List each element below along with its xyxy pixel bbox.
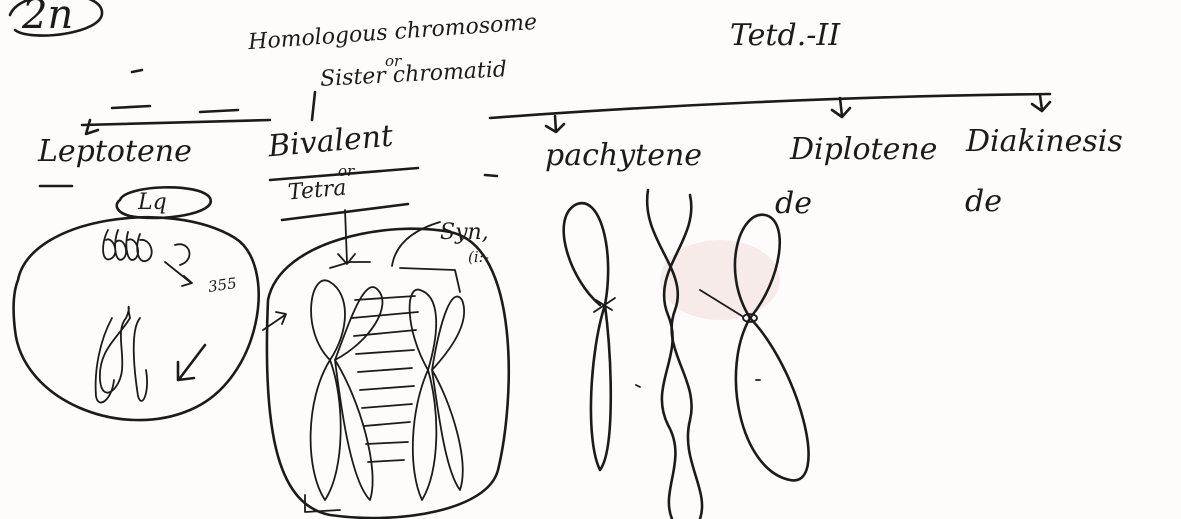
tick-mark — [132, 70, 142, 72]
sc-top-bracket — [400, 268, 460, 292]
corner-label: 2n — [22, 0, 73, 38]
lq-label: Lq — [138, 190, 167, 215]
arrow-pachytene — [546, 116, 564, 132]
branch-left-line — [82, 120, 270, 125]
diakinesis-label: Diakinesis — [966, 124, 1123, 159]
coiled-chromosome — [103, 230, 152, 261]
pachytene-label: pachytene — [545, 138, 702, 173]
branch-left-arrowhead — [86, 120, 98, 134]
arrow-diplotene — [832, 98, 850, 117]
de-label-1: de — [775, 186, 812, 221]
homolog-left-b — [335, 287, 382, 500]
tetra-label: Tetra — [287, 175, 347, 205]
de-label-2: de — [965, 184, 1002, 219]
small-dash — [485, 175, 497, 176]
paired-chromosome-b — [96, 318, 114, 403]
syn-label-2: (i:- — [468, 248, 489, 266]
arrow-1 — [165, 262, 192, 286]
bivalent-cell — [267, 229, 509, 518]
arrow-curve-1 — [175, 244, 189, 265]
dash-mark-2 — [200, 110, 238, 112]
leptotene-cell — [14, 217, 259, 420]
homolog-right-a — [410, 290, 437, 500]
bracket-top — [330, 262, 370, 268]
dot-mark — [636, 385, 640, 387]
paired-chromosome-c — [134, 318, 147, 401]
dash-mark — [112, 106, 150, 108]
tetrad-top-label: Tetd.-II — [730, 18, 840, 53]
synaptonemal-complex — [352, 296, 418, 462]
branch-right-line — [490, 94, 1050, 118]
pachytene-chromosome — [564, 203, 611, 470]
syn-label: Syn, — [440, 220, 489, 245]
arrow-diakinesis — [1032, 95, 1050, 111]
arrow-2 — [178, 345, 205, 380]
paired-chromosome-a — [100, 307, 130, 393]
diplotene-label: Diplotene — [790, 132, 937, 167]
leptotene-label: Leptotene — [38, 134, 192, 169]
vertical-stem — [312, 92, 315, 120]
